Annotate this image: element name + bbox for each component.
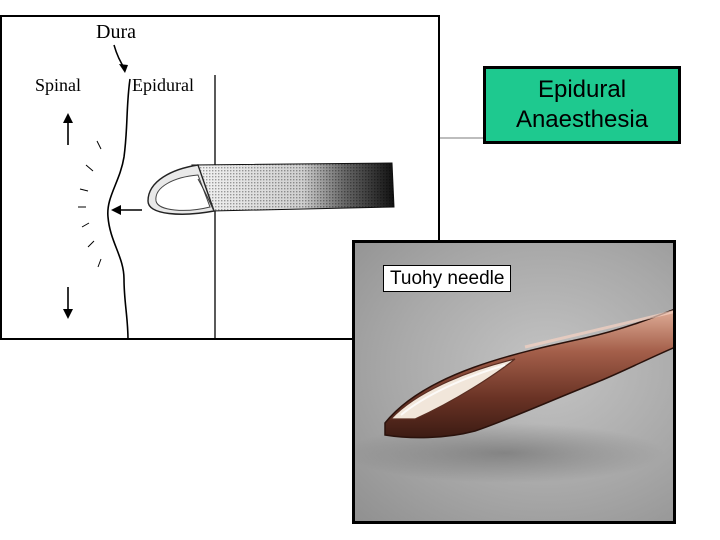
dura-membrane-line [107, 78, 131, 341]
title-box: Epidural Anaesthesia [483, 66, 681, 144]
dura-diagram-panel: Dura Spinal Epidural [0, 15, 440, 341]
down-arrow-icon [63, 287, 73, 319]
tenting-marks [78, 140, 102, 268]
tuohy-needle-label: Tuohy needle [383, 265, 512, 292]
title-line-2: Anaesthesia [515, 106, 649, 133]
up-arrow-icon [63, 113, 73, 145]
dura-label: Dura [96, 21, 136, 43]
dura-diagram-drawing [63, 44, 395, 341]
title-line-1: Epidural [537, 76, 627, 103]
epidural-label: Epidural [132, 75, 194, 95]
needle-photo-drawing [355, 308, 673, 483]
dura-pointer-arrow [113, 44, 128, 73]
pressure-arrow-icon [111, 205, 142, 215]
needle-illustration [147, 162, 395, 215]
spinal-label: Spinal [35, 75, 82, 95]
connector-line [440, 137, 485, 139]
